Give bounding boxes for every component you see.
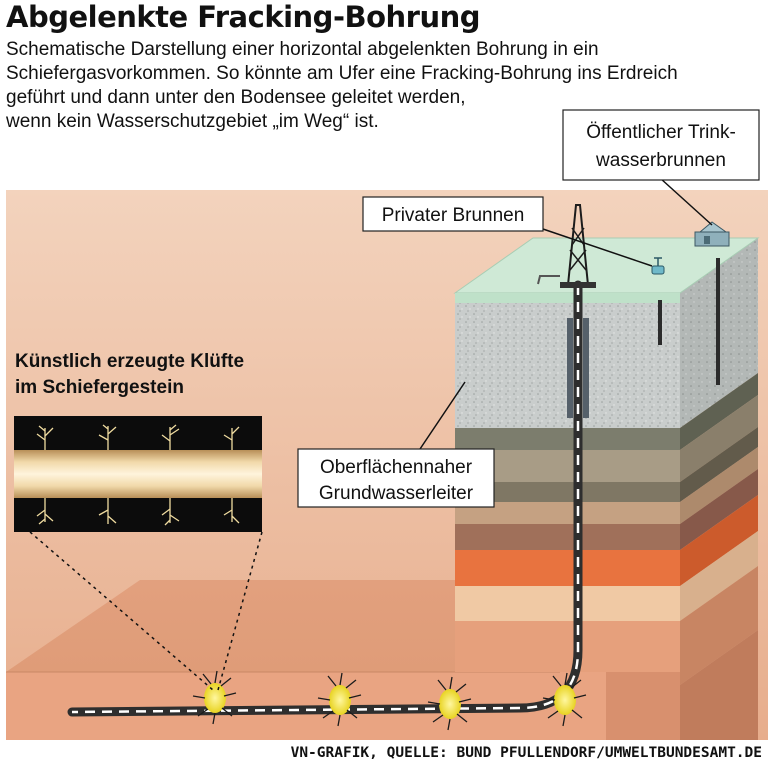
private-well-label: Privater Brunnen bbox=[362, 196, 653, 267]
public-well-label-line-1: Öffentlicher Trink- bbox=[586, 122, 736, 143]
fractures-heading-line-1: Künstlich erzeugte Klüfte bbox=[15, 351, 244, 372]
aquifer-label: Oberflächennaher Grundwasserleiter bbox=[297, 381, 495, 508]
subtitle-line-2: Schiefergasvorkommen. So könnte am Ufer … bbox=[6, 63, 678, 84]
public-well-label-line-2: wasserbrunnen bbox=[595, 150, 726, 171]
aquifer-label-line-1: Oberflächennaher bbox=[320, 457, 473, 478]
drilling-rig-icon bbox=[537, 204, 596, 288]
fracture-bursts bbox=[192, 670, 587, 731]
fracture-burst-icon bbox=[192, 670, 237, 725]
fracture-burst-icon bbox=[542, 672, 587, 727]
fractures-heading-line-2: im Schiefergestein bbox=[15, 377, 184, 398]
fracture-inset bbox=[14, 416, 263, 691]
aquifer-label-line-2: Grundwasserleiter bbox=[319, 483, 474, 504]
fracture-burst-icon bbox=[317, 672, 362, 727]
fracture-burst-icon bbox=[427, 676, 472, 731]
subtitle-line-3: geführt und dann unter den Bodensee gele… bbox=[6, 87, 466, 108]
private-well-icon bbox=[651, 257, 665, 275]
rock-block-side bbox=[606, 238, 758, 740]
surface-topsoil bbox=[455, 293, 680, 303]
private-well-label-text: Privater Brunnen bbox=[382, 205, 525, 226]
page-title: Abgelenkte Fracking-Bohrung bbox=[6, 0, 481, 34]
subtitle-line-4: wenn kein Wasserschutzgebiet „im Weg“ is… bbox=[6, 111, 379, 132]
source-credit: VN-GRAFIK, QUELLE: BUND PFULLENDORF/UMWE… bbox=[290, 745, 762, 761]
subtitle: Schematische Darstellung einer horizonta… bbox=[6, 38, 766, 134]
public-well-label: Öffentlicher Trink- wasserbrunnen bbox=[562, 109, 760, 226]
subtitle-line-1: Schematische Darstellung einer horizonta… bbox=[6, 39, 599, 60]
public-well-icon bbox=[694, 221, 730, 247]
ground-surface bbox=[6, 580, 560, 672]
